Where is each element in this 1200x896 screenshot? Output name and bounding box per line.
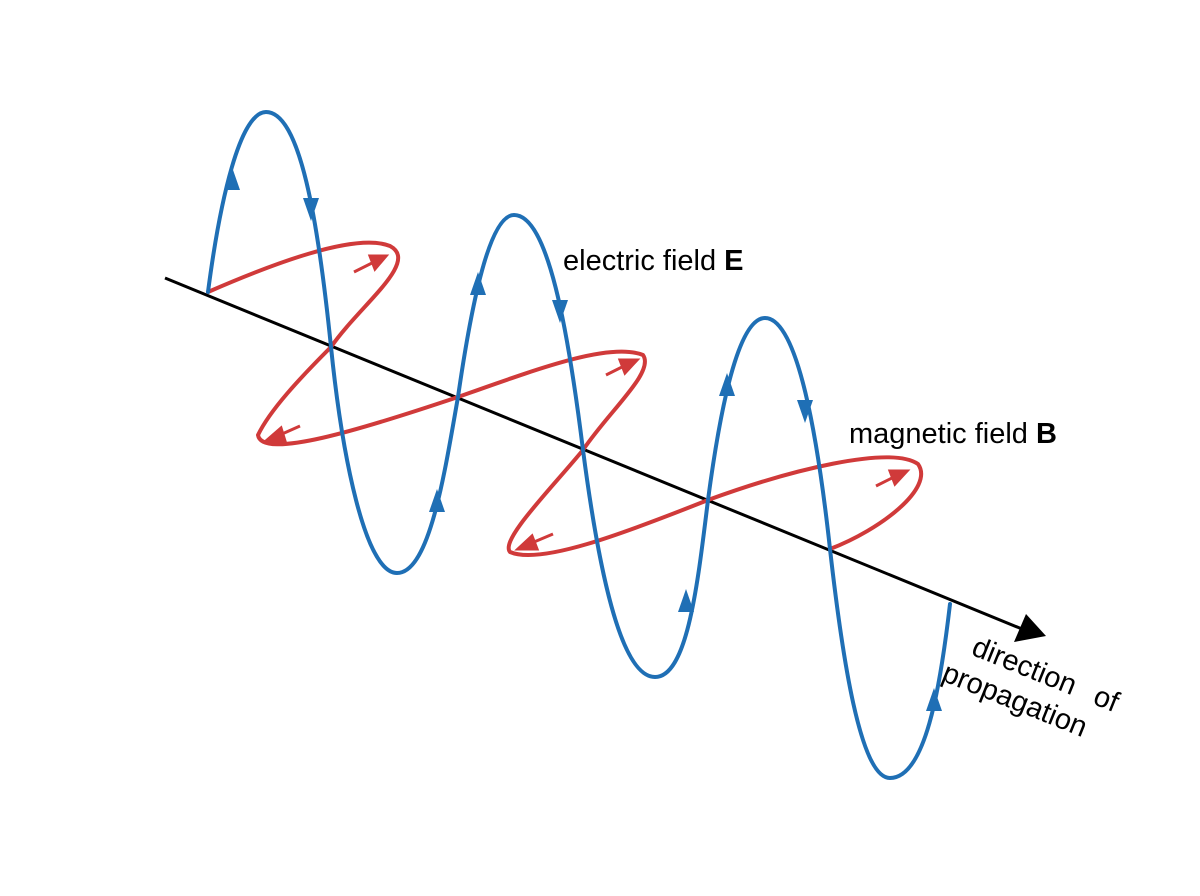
electric-arrow-2 bbox=[303, 198, 319, 221]
magnetic-arrow-5-head bbox=[887, 469, 911, 487]
magnetic-arrow-1 bbox=[353, 261, 373, 274]
magnetic-field-symbol: B bbox=[1036, 418, 1057, 450]
magnetic-arrow-4 bbox=[533, 532, 554, 544]
magnetic-arrow-1-head bbox=[367, 254, 390, 272]
electric-arrow-3 bbox=[429, 489, 445, 512]
electric-arrow-1 bbox=[224, 167, 240, 190]
propagation-arrowhead bbox=[1014, 614, 1046, 642]
electric-arrows bbox=[224, 167, 942, 711]
electric-arrow-6 bbox=[678, 589, 694, 612]
magnetic-arrow-2 bbox=[281, 424, 301, 436]
magnetic-arrow-3 bbox=[605, 365, 623, 377]
electric-arrow-5 bbox=[552, 300, 568, 323]
electric-field-wave bbox=[206, 110, 952, 780]
magnetic-arrow-4-head bbox=[514, 533, 540, 551]
electric-field-text: electric field bbox=[563, 245, 724, 277]
electric-field-symbol: E bbox=[724, 245, 743, 277]
direction-label-line-2: of bbox=[1089, 680, 1124, 719]
electric-arrow-9 bbox=[926, 688, 942, 711]
magnetic-field-wave bbox=[206, 240, 924, 557]
direction-of-propagation-label: direction of propagation bbox=[938, 631, 1125, 744]
electric-arrow-8 bbox=[797, 400, 813, 423]
magnetic-arrows bbox=[261, 254, 911, 551]
magnetic-arrow-2-head bbox=[261, 425, 288, 443]
electric-arrow-7 bbox=[719, 373, 735, 396]
electric-field-label: electric field E bbox=[563, 245, 744, 277]
magnetic-field-text: magnetic field bbox=[849, 418, 1036, 450]
magnetic-field-label: magnetic field B bbox=[849, 418, 1057, 450]
magnetic-arrow-3-head bbox=[617, 358, 641, 376]
magnetic-arrow-5 bbox=[875, 476, 893, 488]
propagation-axis bbox=[164, 276, 1023, 631]
electric-arrow-4 bbox=[470, 272, 486, 295]
